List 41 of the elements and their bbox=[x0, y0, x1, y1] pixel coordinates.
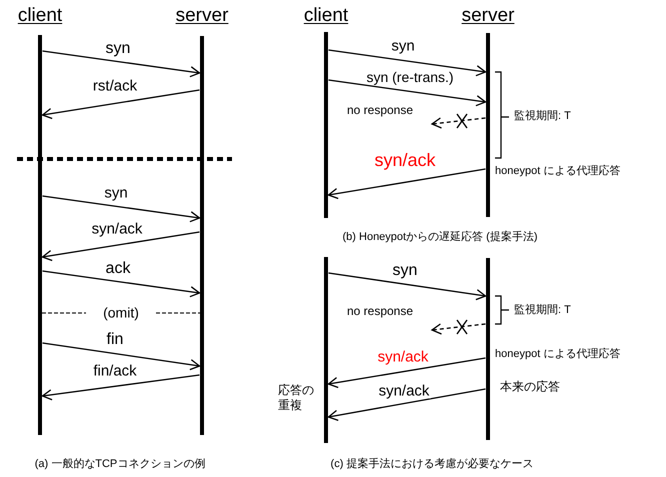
arrow bbox=[42, 374, 200, 400]
lifeline-bar bbox=[38, 35, 42, 435]
arrow bbox=[328, 388, 486, 421]
lifeline-bar bbox=[200, 36, 204, 435]
annotation: honeypot による代理応答 bbox=[495, 165, 620, 179]
edge-label: fin/ack bbox=[92, 364, 138, 378]
edge-label: syn/ack bbox=[373, 151, 437, 169]
edge-label: syn/ack bbox=[90, 222, 144, 236]
caption: (a) 一般的なTCPコネクションの例 bbox=[34, 458, 206, 472]
edge-label: syn bbox=[392, 263, 418, 279]
lifeline-bar bbox=[324, 257, 328, 443]
arrow bbox=[42, 89, 200, 120]
arrow bbox=[328, 79, 486, 106]
edge-label: syn/ack bbox=[378, 384, 430, 398]
lifeline-bar bbox=[486, 258, 490, 440]
arrow bbox=[42, 231, 200, 262]
annotation: (omit) bbox=[103, 304, 139, 322]
arrow bbox=[431, 323, 486, 335]
caption: (c) 提案手法における考慮が必要なケース bbox=[330, 458, 534, 472]
arrow bbox=[328, 272, 486, 300]
arrow bbox=[431, 117, 486, 129]
lifeline-header: client bbox=[304, 6, 348, 25]
annotation: honeypot による代理応答 bbox=[495, 348, 620, 362]
lifeline-bar bbox=[486, 33, 490, 217]
arrow bbox=[328, 168, 486, 200]
arrow bbox=[42, 270, 200, 298]
annotation: 本来の応答 bbox=[500, 380, 560, 394]
edge-label: syn bbox=[104, 41, 132, 57]
lifeline-header: server bbox=[176, 6, 228, 25]
arrow bbox=[328, 49, 486, 76]
arrow bbox=[42, 50, 200, 78]
lifeline-header: client bbox=[18, 6, 62, 25]
arrow bbox=[42, 342, 200, 370]
lifeline-header: server bbox=[462, 6, 514, 25]
lifeline-bar bbox=[324, 32, 328, 218]
arrow bbox=[42, 195, 200, 222]
caption: (b) Honeypotからの遅延応答 (提案手法) bbox=[342, 231, 538, 245]
edge-label: syn (re-trans.) bbox=[365, 70, 455, 84]
arrow bbox=[328, 357, 486, 388]
edge-label: syn/ack bbox=[376, 350, 430, 364]
edge-label: rst/ack bbox=[92, 78, 138, 94]
